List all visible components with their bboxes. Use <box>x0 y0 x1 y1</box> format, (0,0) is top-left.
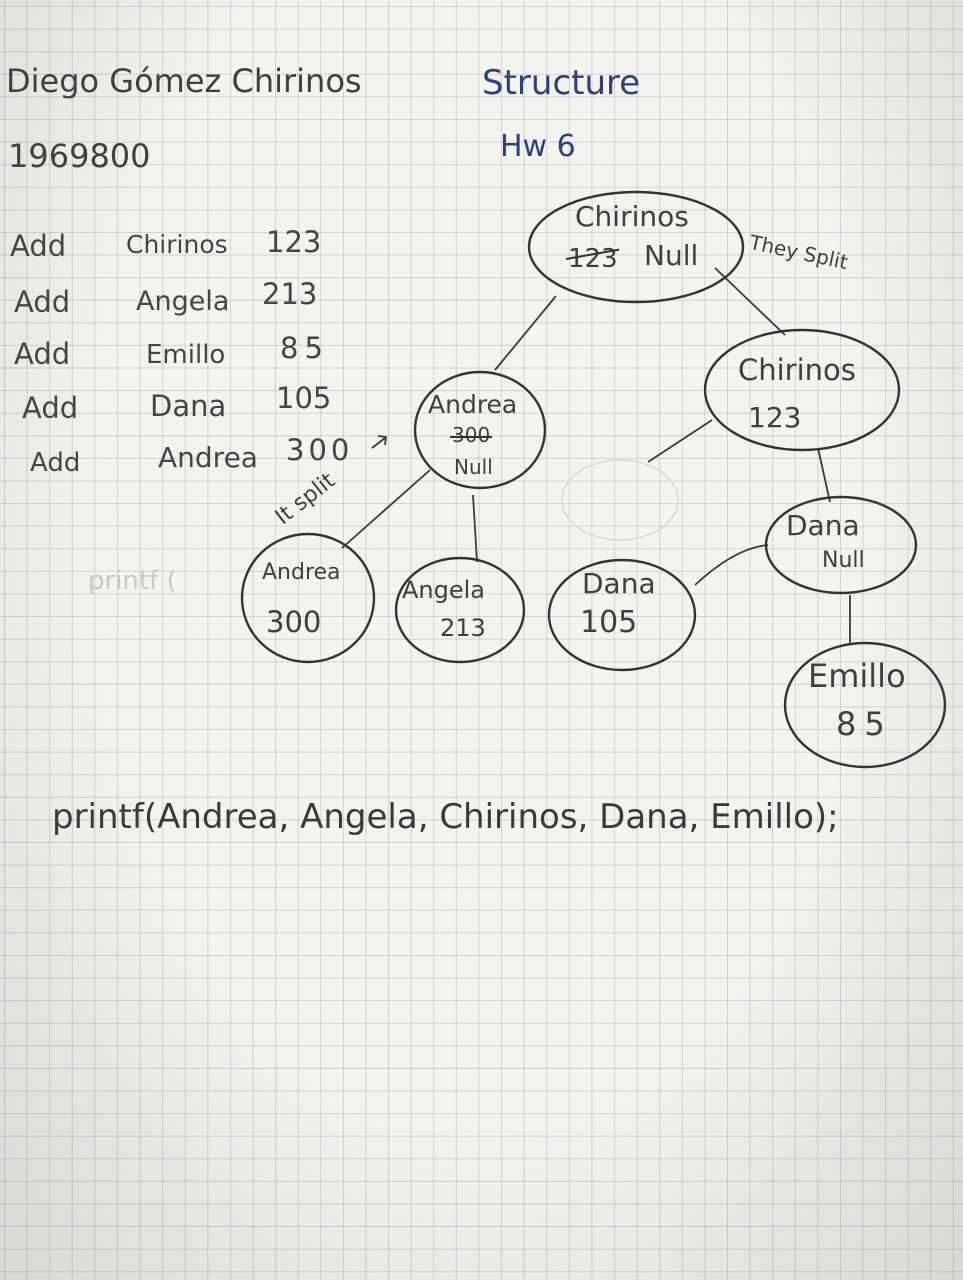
operation-value: 105 <box>276 381 332 415</box>
root-node-circle <box>527 190 745 304</box>
operation-name: Chirinos <box>126 230 228 259</box>
dana-leaf-node-value: 105 <box>580 605 638 640</box>
emillo-leaf-node-circle <box>783 641 947 769</box>
andrea-top-node-name: Andrea <box>428 390 518 419</box>
dana-leaf-node-circle <box>547 558 697 672</box>
student-id: 1969800 <box>8 137 151 175</box>
chirinos-right-node-name: Chirinos <box>738 353 856 387</box>
dana-mid-node-circle <box>764 495 918 595</box>
printf-output-line: printf(Andrea, Angela, Chirinos, Dana, E… <box>52 797 839 837</box>
edge-dana-danaleaf <box>694 544 769 586</box>
emillo-leaf-node-value: 85 <box>836 705 893 743</box>
operation-cmd: Add <box>10 229 67 263</box>
student-name: Diego Gómez Chirinos <box>6 62 362 100</box>
split-arrow-line <box>371 437 386 449</box>
ghost-node-circle <box>561 459 679 541</box>
operation-value: 123 <box>266 225 322 259</box>
andrea-old-value-strike <box>450 436 492 438</box>
emillo-leaf-node-name: Emillo <box>808 657 906 695</box>
operation-value: 300 <box>286 433 354 467</box>
andrea-top-node-value: Null <box>454 455 493 479</box>
root-node-name: Chirinos <box>575 200 689 233</box>
edge-andrea-andrealeaf <box>341 469 431 549</box>
edge-chirinos-dana <box>817 447 831 503</box>
andrea-leaf-node-value: 300 <box>266 605 322 639</box>
operation-name: Dana <box>150 389 227 423</box>
edge-andrea-angela <box>472 494 478 563</box>
angela-leaf-node-circle <box>394 556 526 664</box>
andrea-leaf-node-circle <box>240 532 376 664</box>
chirinos-right-node-circle <box>703 328 901 452</box>
andrea-top-node-old-value: 300 <box>452 423 491 447</box>
page-title: Structure <box>482 63 641 103</box>
angela-leaf-node-value: 213 <box>440 614 486 642</box>
operation-cmd: Add <box>14 285 71 319</box>
edge-root-chirinos <box>714 267 786 336</box>
split-arrow-head <box>377 435 388 446</box>
operation-name: Angela <box>136 286 230 317</box>
edge-root-andrea <box>494 295 557 371</box>
operation-value: 213 <box>262 277 318 311</box>
andrea-leaf-node-name: Andrea <box>262 560 341 585</box>
root-node-value: Null <box>644 239 699 272</box>
operation-cmd: Add <box>30 448 81 478</box>
page-subtitle: Hw 6 <box>500 129 576 164</box>
ghost-printf-text: printf ( <box>88 566 177 596</box>
operation-name: Andrea <box>158 441 258 474</box>
chirinos-right-node-value: 123 <box>748 401 802 434</box>
edge-chirinos-ghost <box>647 419 713 463</box>
dana-mid-node-name: Dana <box>786 509 860 542</box>
dana-leaf-node-name: Dana <box>582 567 656 600</box>
operation-cmd: Add <box>14 337 71 371</box>
operation-value: 85 <box>280 331 329 365</box>
operation-cmd: Add <box>22 391 79 425</box>
angela-leaf-node-name: Angela <box>402 576 486 604</box>
andrea-top-node-circle <box>413 370 547 490</box>
dana-mid-node-value: Null <box>822 548 865 573</box>
operation-name: Emillo <box>146 340 226 370</box>
